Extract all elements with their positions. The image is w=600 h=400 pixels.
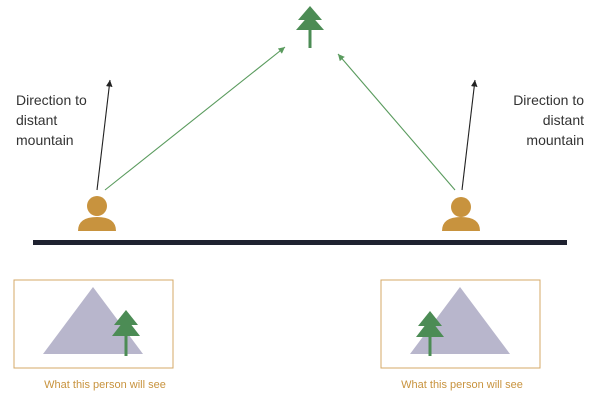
right-view-box (380, 279, 541, 369)
right-direction-label-line-3: mountain (526, 132, 584, 148)
left-direction-label-line-1: Direction to (16, 92, 87, 108)
right-view-tree-icon (416, 311, 444, 356)
right-sight-line (337, 53, 456, 191)
right-direction-label-line-1: Direction to (513, 92, 584, 108)
left-person-icon (78, 196, 116, 231)
tree-icon (296, 6, 324, 48)
right-mountain-shape (410, 287, 510, 354)
right-mountain-direction-arrow (461, 79, 478, 191)
right-view-caption: What this person will see (401, 379, 523, 391)
left-view-caption: What this person will see (44, 379, 166, 391)
right-person-icon (442, 197, 480, 231)
left-direction-label-line-2: distant (16, 112, 57, 128)
right-direction-label-line-2: distant (543, 112, 584, 128)
ground-line (33, 240, 567, 245)
left-view-box (13, 279, 174, 369)
left-view-tree-icon (112, 310, 140, 356)
left-mountain-direction-arrow (96, 79, 113, 191)
left-direction-label-line-3: mountain (16, 132, 74, 148)
left-sight-line (104, 46, 286, 191)
left-mountain-shape (43, 287, 143, 354)
